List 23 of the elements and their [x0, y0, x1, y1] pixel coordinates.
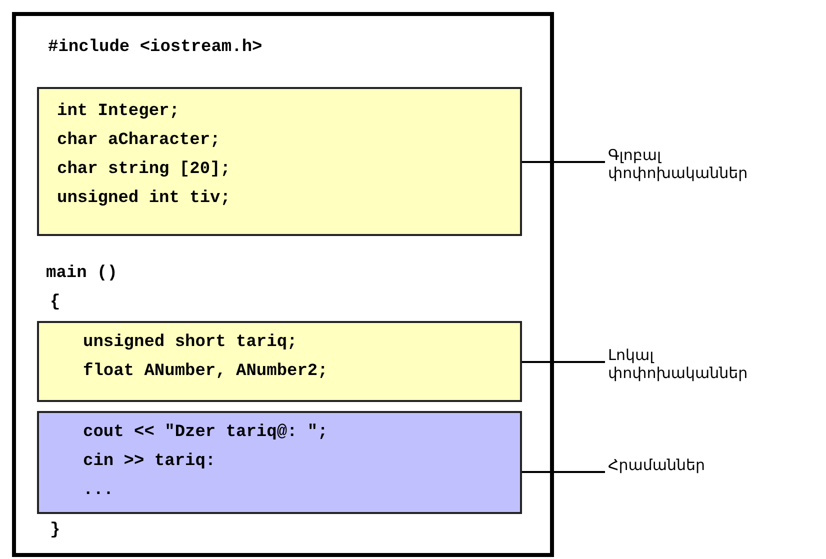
leader-line [522, 361, 605, 363]
code-line: int Integer; [57, 101, 180, 123]
annotation-label: Լոկալ փոփոխականներ [608, 346, 758, 382]
leader-line [522, 471, 605, 473]
code-line: ... [83, 480, 114, 502]
code-line: main () [46, 263, 118, 285]
annotation-label: Հրամաններ [608, 456, 758, 474]
code-block [37, 411, 522, 514]
code-line: unsigned short tariq; [83, 332, 298, 354]
program-frame [12, 12, 554, 557]
code-line: { [50, 292, 60, 314]
code-block [37, 87, 522, 236]
code-line: float ANumber, ANumber2; [83, 361, 328, 383]
code-block [37, 321, 522, 402]
code-line: } [50, 520, 60, 542]
code-line: cin >> tariq: [83, 451, 216, 473]
code-line: unsigned int tiv; [57, 188, 230, 210]
code-line: char aCharacter; [57, 130, 220, 152]
annotation-label: Գլոբալ փոփոխականներ [608, 146, 758, 182]
code-line: char string [20]; [57, 159, 230, 181]
code-line: #include <iostream.h> [48, 37, 262, 59]
code-line: cout << "Dzer tariq@: "; [83, 422, 328, 444]
leader-line [522, 161, 605, 163]
